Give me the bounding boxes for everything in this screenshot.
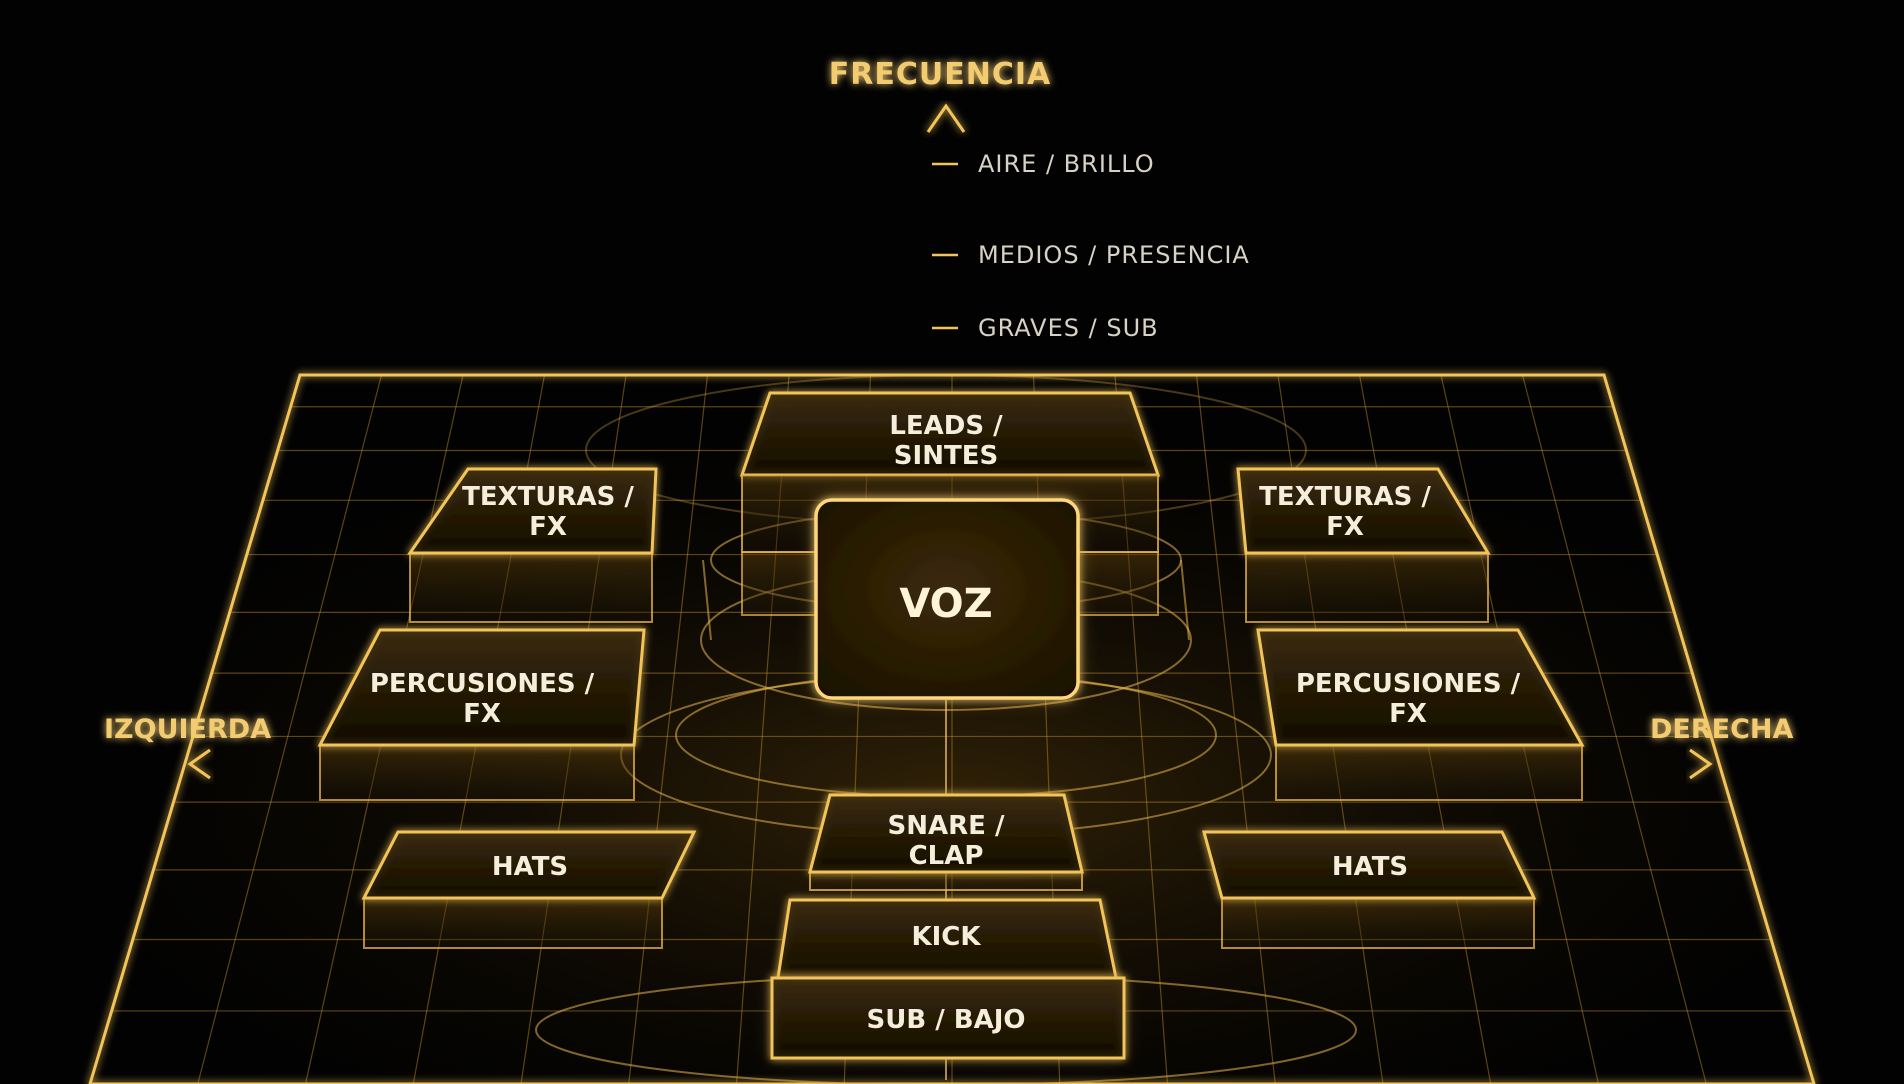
grid-line [1195, 374, 1276, 1084]
block-label: FX [1326, 512, 1364, 542]
left-label: IZQUIERDA [104, 714, 271, 745]
block-label: SNARE / [888, 811, 1005, 841]
voz-label: VOZ [899, 581, 992, 627]
block-snare: SNARE / CLAP [808, 793, 1084, 891]
block-texturas-right: TEXTURAS / FX [1236, 467, 1491, 623]
block-sub: SUB / BAJO [770, 976, 1126, 1060]
block-percusiones-left: PERCUSIONES / FX [317, 628, 646, 801]
block-label: HATS [1332, 852, 1408, 882]
block-percusiones-right: PERCUSIONES / FX [1256, 628, 1585, 801]
block-kick: KICK [776, 898, 1118, 980]
grid-line [1521, 374, 1707, 1084]
block-label: PERCUSIONES / [1296, 669, 1521, 699]
block-label: KICK [911, 922, 981, 952]
block-label: FX [1389, 699, 1427, 729]
block-hats-left: HATS [361, 830, 697, 949]
frequency-axis-title: FRECUENCIA [829, 57, 1051, 92]
block-label: LEADS / [889, 411, 1003, 441]
level-label: GRAVES / SUB [978, 314, 1159, 342]
block-voz: VOZ [814, 498, 1080, 700]
block-hats-right: HATS [1202, 830, 1537, 949]
block-label: CLAP [909, 841, 984, 871]
block-label: TEXTURAS / [462, 482, 634, 512]
block-label: HATS [492, 852, 568, 882]
level-label: MEDIOS / PRESENCIA [978, 241, 1250, 269]
block-label: SUB / BAJO [867, 1005, 1026, 1035]
level-label: AIRE / BRILLO [978, 150, 1155, 178]
frequency-axis: FRECUENCIA AIRE / BRILLO MEDIOS / PRESEN… [829, 57, 1250, 1080]
block-label: FX [529, 512, 567, 542]
block-label: SINTES [894, 441, 998, 471]
grid-line [197, 374, 383, 1084]
right-label: DERECHA [1650, 714, 1794, 745]
grid-line [628, 374, 709, 1084]
block-label: TEXTURAS / [1259, 482, 1431, 512]
stereo-axis: IZQUIERDA DERECHA [104, 714, 1794, 780]
block-texturas-left: TEXTURAS / FX [407, 467, 658, 623]
block-label: PERCUSIONES / [370, 669, 595, 699]
block-label: FX [463, 699, 501, 729]
